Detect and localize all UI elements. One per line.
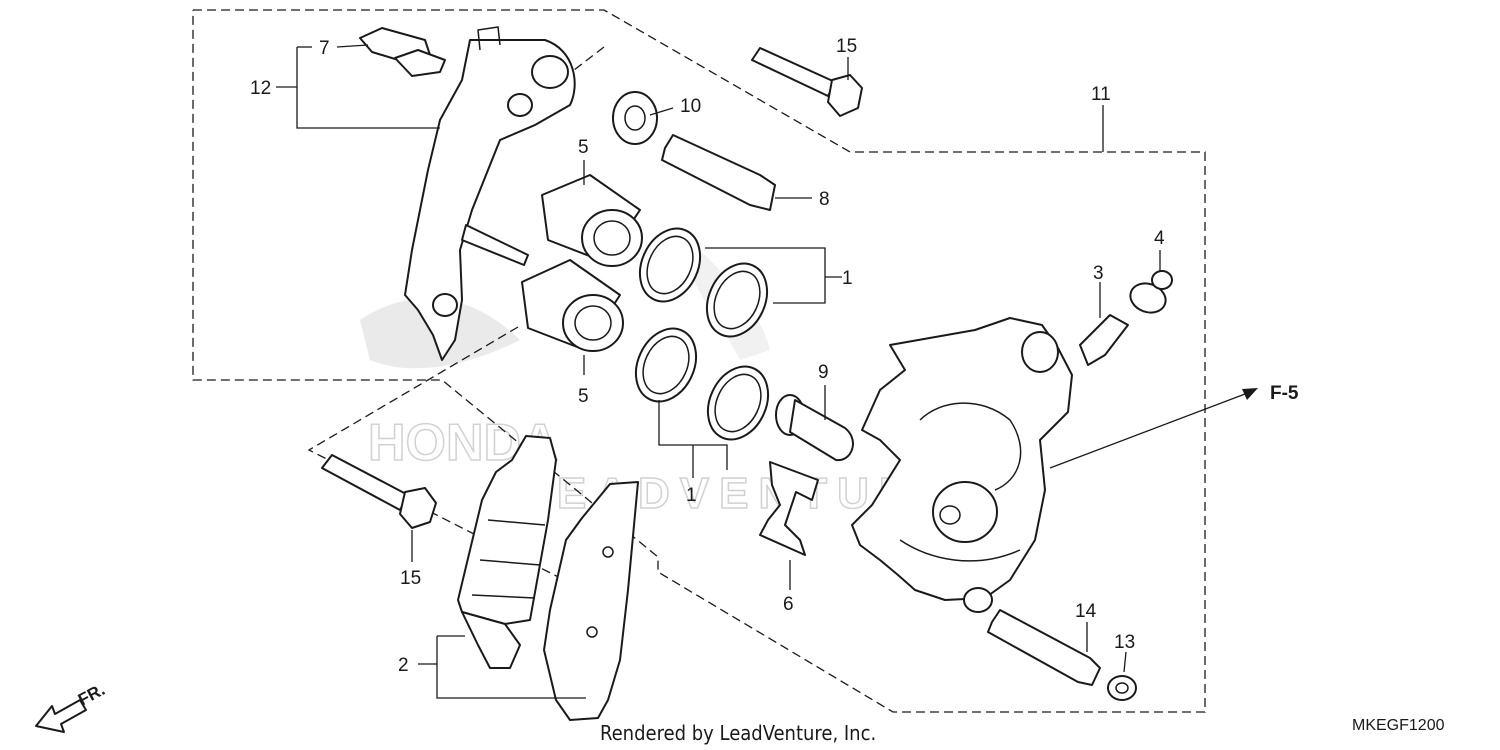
diagram-code: MKEGF1200: [1352, 717, 1445, 734]
pin-14: [987, 609, 1101, 686]
caliper-body: [851, 317, 1073, 613]
callout-9: 9: [818, 362, 829, 383]
callout-15-upper: 15: [836, 36, 857, 57]
callout-5-upper: 5: [578, 137, 589, 158]
pin-9: [775, 394, 854, 462]
pad-retainer-clip: [359, 27, 446, 77]
plug-13: [1107, 675, 1137, 701]
piston-lower: [521, 259, 624, 352]
bleeder-cap: [1129, 270, 1173, 314]
callout-1-lower: 1: [686, 485, 697, 506]
callout-2: 2: [398, 655, 409, 676]
pad-spring: [759, 461, 819, 556]
caliper-bracket: [404, 26, 576, 361]
front-direction-indicator: FR.: [35, 680, 108, 733]
callout-7: 7: [319, 38, 330, 59]
callout-6: 6: [783, 594, 794, 615]
callout-11: 11: [1091, 84, 1111, 105]
leader-lines: [276, 44, 1258, 699]
callout-3: 3: [1093, 263, 1104, 284]
nut-10: [612, 91, 658, 145]
bolt-upper: [751, 47, 863, 117]
reference-label: F-5: [1270, 383, 1299, 404]
callout-14: 14: [1075, 601, 1097, 622]
callout-5-lower: 5: [578, 386, 589, 407]
callout-1-upper: 1: [842, 268, 853, 289]
callout-15-lower: 15: [400, 568, 421, 589]
callout-12: 12: [250, 78, 271, 99]
callout-4: 4: [1154, 228, 1165, 249]
pin-8: [661, 134, 776, 211]
bleeder-valve: [1079, 314, 1129, 366]
brake-pads: [457, 435, 639, 721]
piston-upper: [541, 174, 643, 267]
callout-13: 13: [1114, 632, 1135, 653]
bolt-lower: [321, 454, 437, 529]
front-arrow-icon: [35, 699, 87, 733]
callout-8: 8: [819, 189, 830, 210]
render-credit: Rendered by LeadVenture, Inc.: [600, 721, 876, 745]
callout-10: 10: [680, 96, 701, 117]
callout-labels: 1 1 2 3 4 5 5 6 7 8 9 10 11 12 13 14 15 …: [250, 36, 1165, 676]
piston-seals: [634, 227, 770, 441]
